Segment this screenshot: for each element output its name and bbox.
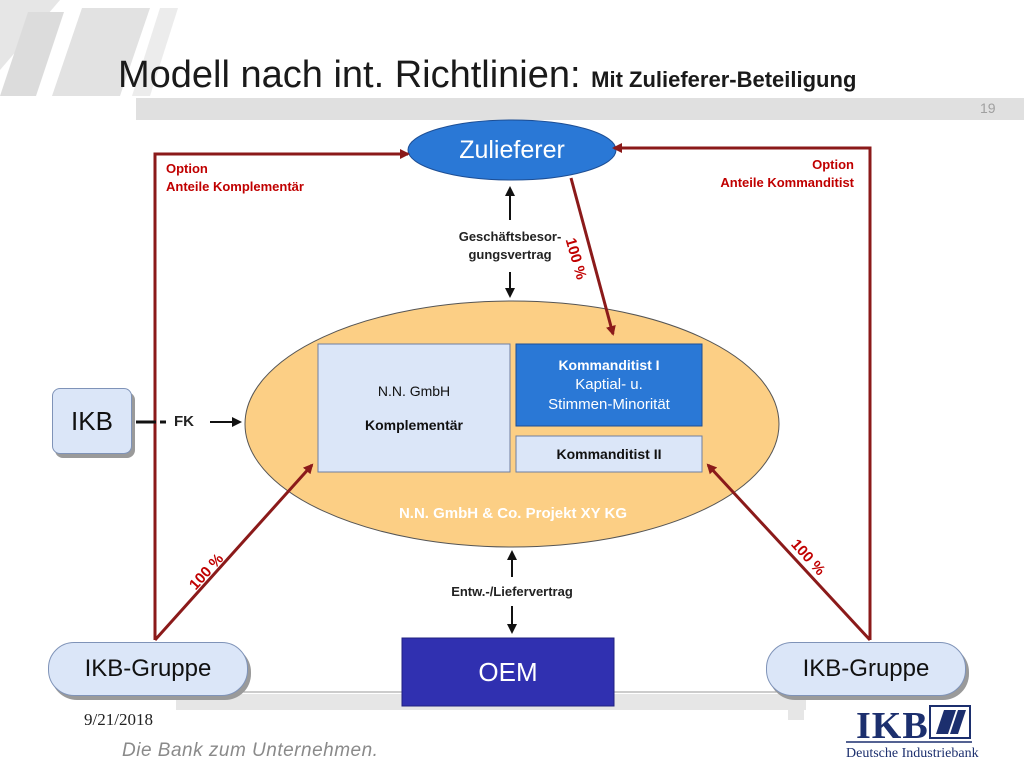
option-left-arrow [153, 149, 410, 640]
ikb-gruppe-left-100-arrow [153, 463, 314, 642]
zulieferer-label: Zulieferer [459, 135, 565, 164]
gbv-line2: gungsvertrag [468, 247, 552, 262]
nn-gmbh-line1: N.N. GmbH [377, 383, 451, 399]
oem-box [401, 637, 615, 707]
header-slash-decoration [0, 0, 178, 96]
page-title-sub: Mit Zulieferer-Beteiligung [591, 67, 857, 92]
ikb-gruppe-right-100-arrow [706, 463, 872, 642]
kommanditist-2-box [515, 435, 703, 473]
zulieferer-100-arrow [569, 177, 616, 336]
page-title-main: Modell nach int. Richtlinien: [118, 54, 581, 96]
option-left-label: Option Anteile Komplementär [166, 160, 304, 196]
kommanditist-1-line3: Stimmen-Minorität [548, 396, 670, 413]
brand-name: IKB [856, 705, 929, 747]
ikb-logo-icon [929, 705, 971, 739]
option-left-line1: Option [166, 161, 208, 176]
header-bar [136, 98, 1024, 120]
kommanditist-1-box [515, 343, 703, 427]
liefervertrag-label: Entw.-/Liefervertrag [451, 584, 573, 599]
ikb-box: IKB [52, 388, 132, 454]
option-right-line1: Option [812, 157, 854, 172]
gbv-label: Geschäftsbesor- gungsvertrag [430, 228, 590, 264]
footer-bar-corner [788, 694, 804, 720]
project-kg-label: N.N. GmbH & Co. Projekt XY KG [398, 504, 628, 522]
gbv-line1: Geschäftsbesor- [458, 229, 562, 244]
kommanditist-1-line1: Kommanditist I [558, 357, 660, 373]
brand-subtitle: Deutsche Industriebank [846, 746, 979, 761]
fk-label: FK [174, 413, 194, 430]
option-right-line2: Anteile Kommanditist [720, 175, 854, 190]
footer-date: 9/21/2018 [84, 710, 153, 729]
kommanditist-1-text: Kommanditist I Kaptial- u. Stimmen-Minor… [516, 344, 702, 426]
page-title: Modell nach int. Richtlinien: Mit Zulief… [118, 54, 856, 97]
ikb-gruppe-left: IKB-Gruppe [48, 642, 248, 696]
ikb-gruppe-right: IKB-Gruppe [766, 642, 966, 696]
option-right-label: Option Anteile Kommanditist [660, 156, 854, 192]
footer-slogan: Die Bank zum Unternehmen. [122, 740, 379, 761]
option-left-line2: Anteile Komplementär [166, 179, 304, 194]
page-number: 19 [980, 100, 996, 116]
kommanditist-2-text: Kommanditist II [556, 446, 662, 462]
oem-label: OEM [478, 656, 538, 687]
kommanditist-1-line2: Kaptial- u. [575, 376, 643, 393]
nn-gmbh-box [317, 343, 511, 473]
nn-gmbh-text: N.N. GmbH Komplementär [318, 344, 510, 472]
option-right-arrow [612, 143, 872, 640]
nn-gmbh-line2: Komplementär [364, 417, 464, 433]
